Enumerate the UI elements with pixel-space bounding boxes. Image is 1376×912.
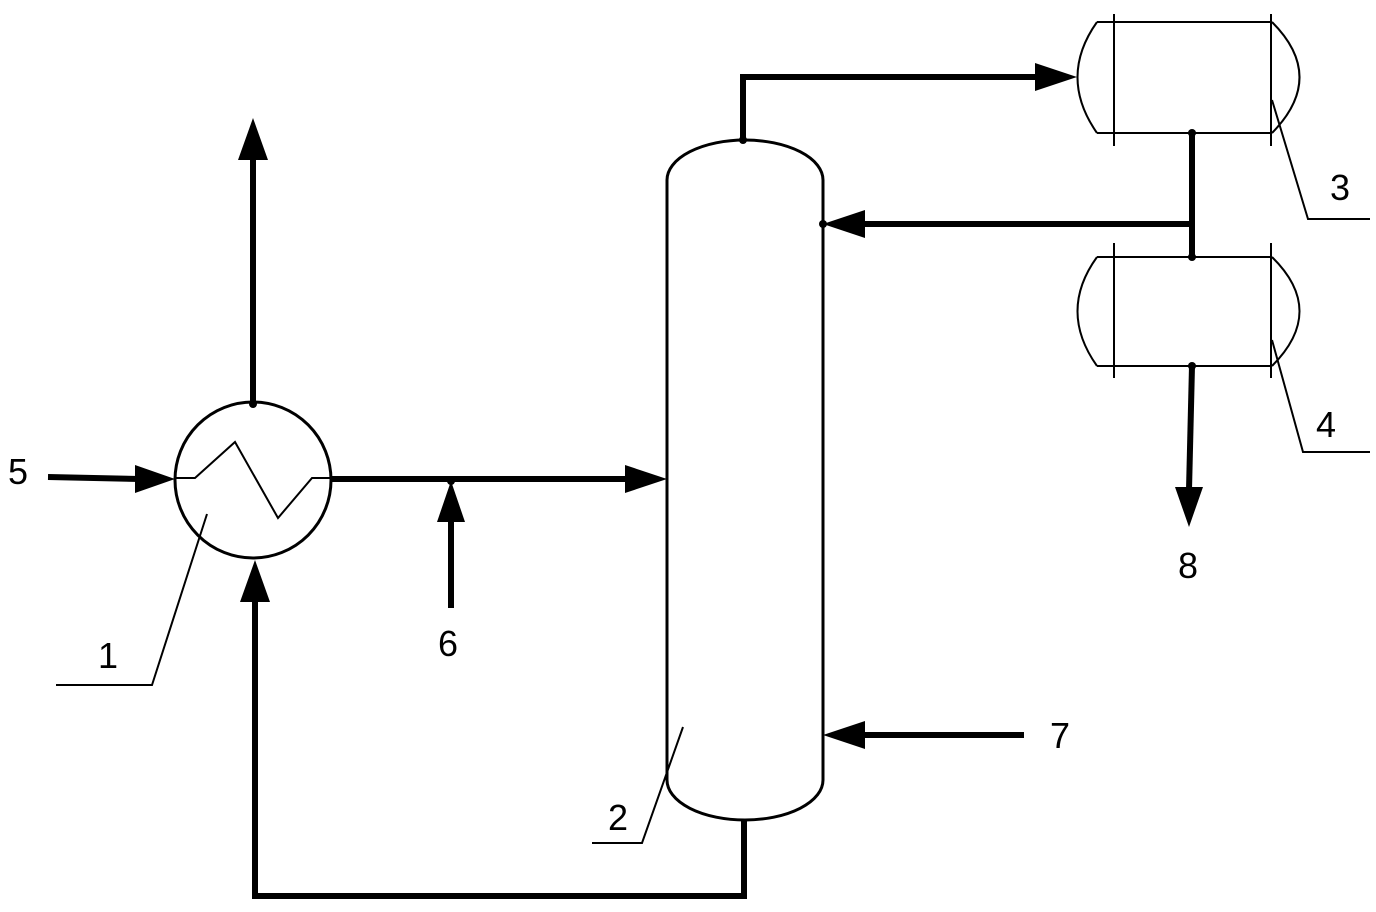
product-out-arrow — [1175, 487, 1203, 527]
leader-line-1 — [56, 513, 208, 686]
lower-drum-left-head — [1076, 256, 1098, 367]
side-feed-arrow — [437, 481, 465, 522]
label-feed-in: 5 — [8, 451, 28, 492]
exchanger-to-column-arrow — [625, 465, 667, 493]
nozzle-dot — [447, 477, 455, 485]
exchanger-vent-arrow — [238, 118, 268, 160]
label-lower-drum: 4 — [1316, 404, 1336, 445]
column-overhead-arrow — [1035, 63, 1077, 91]
label-side-feed: 6 — [438, 623, 458, 664]
heat-exchanger — [173, 400, 333, 560]
nozzle-dot — [739, 136, 747, 144]
feed-in-arrow — [135, 465, 175, 493]
leader-line-3 — [1271, 99, 1370, 220]
feed-in-pipe — [47, 474, 141, 482]
lower-drum — [1076, 243, 1301, 378]
upper-drum-left-head — [1076, 21, 1098, 134]
column-shell — [665, 138, 825, 822]
reflux-arrow — [823, 210, 865, 238]
leader-line-4 — [1271, 339, 1370, 453]
lower-drum-right-head — [1271, 256, 1301, 367]
leader-line-2 — [592, 726, 684, 844]
label-bottom-feed: 7 — [1050, 715, 1070, 756]
label-product-out: 8 — [1178, 545, 1198, 586]
nozzle-dot — [1188, 362, 1196, 370]
upper-drum-right-head — [1271, 21, 1301, 134]
label-upper-drum: 3 — [1330, 167, 1350, 208]
nozzle-dot — [1188, 129, 1196, 137]
nozzle-dot — [1188, 253, 1196, 261]
nozzle-dot — [819, 220, 827, 228]
distillation-column — [665, 138, 825, 822]
column-bottoms-pipe — [252, 598, 747, 899]
column-bottoms-arrow — [240, 560, 270, 602]
heat-exchanger-shell — [173, 400, 333, 560]
heat-exchanger-coil — [175, 440, 330, 520]
label-heat-exchanger: 1 — [98, 635, 118, 676]
nozzle-dot — [249, 400, 257, 408]
upper-drum — [1076, 14, 1301, 146]
label-column: 2 — [608, 797, 628, 838]
column-overhead-pipe — [740, 74, 1038, 140]
bottom-feed-arrow — [823, 721, 865, 749]
product-out-pipe — [1186, 365, 1195, 491]
